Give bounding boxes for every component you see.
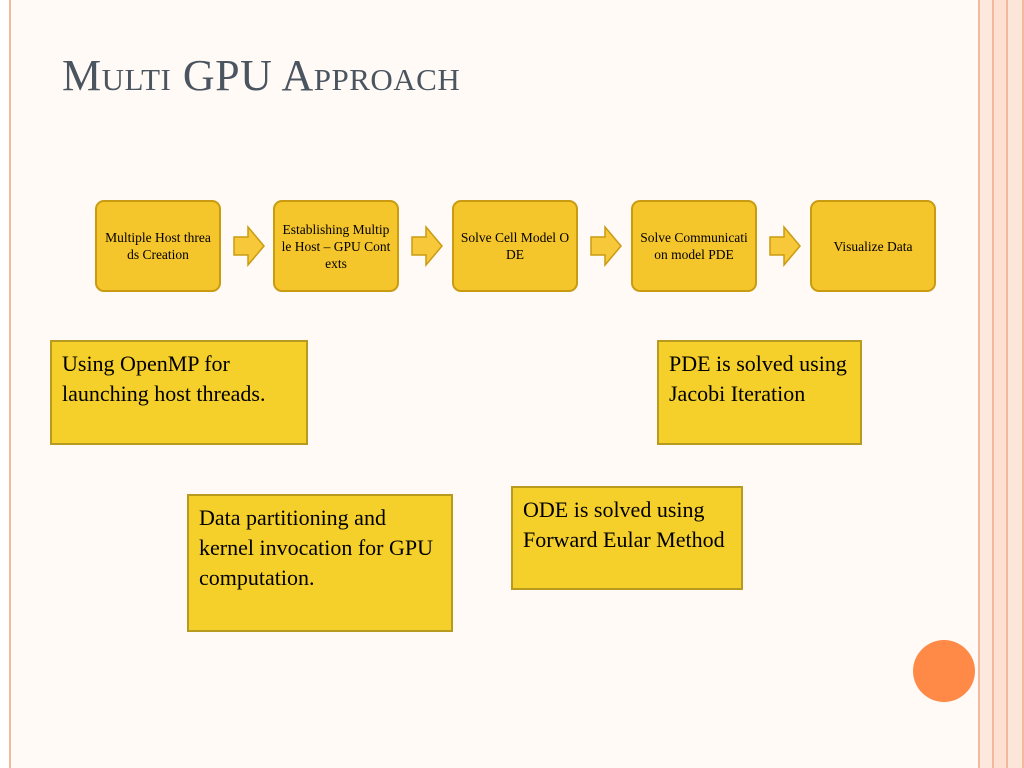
flow-step-communication-pde: Solve Communication model PDE bbox=[631, 200, 757, 292]
note-openmp: Using OpenMP for launching host threads. bbox=[50, 340, 308, 445]
flow-arrow-icon bbox=[769, 225, 801, 267]
note-data-partitioning: Data partitioning and kernel invocation … bbox=[187, 494, 453, 632]
flow-step-host-threads: Multiple Host threads Creation bbox=[95, 200, 221, 292]
slide-title: Multi GPU Approach bbox=[62, 51, 461, 100]
flow-step-cell-model-ode: Solve Cell Model ODE bbox=[452, 200, 578, 292]
flow-step-gpu-contexts: Establishing Multiple Host – GPU Context… bbox=[273, 200, 399, 292]
note-ode-forward-euler: ODE is solved using Forward Eular Method bbox=[511, 486, 743, 590]
flow-arrow-icon bbox=[590, 225, 622, 267]
flow-arrow-icon bbox=[411, 225, 443, 267]
note-pde-jacobi: PDE is solved using Jacobi Iteration bbox=[657, 340, 862, 445]
left-border bbox=[0, 0, 11, 768]
flow-step-visualize-data: Visualize Data bbox=[810, 200, 936, 292]
decorative-orange-circle bbox=[913, 640, 975, 702]
right-decorative-stripes bbox=[978, 0, 1024, 768]
flow-arrow-icon bbox=[233, 225, 265, 267]
